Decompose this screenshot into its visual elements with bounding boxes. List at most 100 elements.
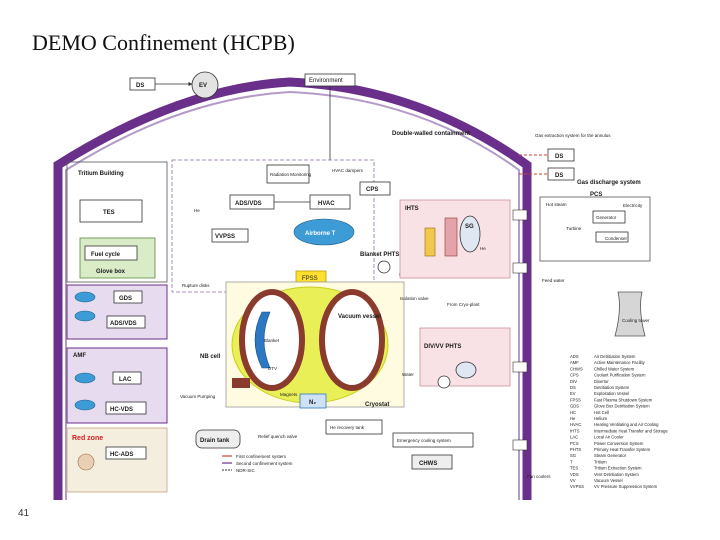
amf-label: AMF [73,353,86,359]
abbr-meaning: Hot Cell [594,410,609,415]
abbr-meaning: Steam Generator [594,453,627,458]
abbr-key: AMF [570,360,579,365]
airborne-t-label: Airborne T [305,231,336,237]
ihts-label: IHTS [405,206,419,212]
chws-label: CHWS [419,461,437,467]
page-number: 41 [18,508,30,519]
legend-first: First confinement system [236,454,286,459]
tes-box [79,199,143,223]
environment-label: Environment [309,78,343,84]
vacuum-vessel-label: Vacuum vessel [338,314,381,320]
pcs-label: PCS [590,192,602,198]
glove-box-label: Glove box [96,269,126,275]
abbr-key: VDS [570,472,579,477]
cooling-tower-label: Cooling tower [622,318,650,323]
dtv-label: DTV [268,366,277,371]
abbr-meaning: Helium [594,416,608,421]
rupture-disks-label: Rupture disks [182,283,210,288]
blanket-label: Blanket [264,338,280,343]
abbr-key: DIV [570,379,577,384]
abbr-key: SG [570,453,576,458]
abbr-key: CHWS [570,366,583,371]
slide-title: DEMO Confinement (HCPB) [32,30,295,55]
condenser-box [595,231,629,243]
abbr-key: PHTS [570,447,581,452]
tes-label: TES [103,210,115,216]
he-recovery-label: He recovery tank [330,425,365,430]
lac-label: LAC [119,377,132,383]
vvpss-box [211,228,249,243]
cps-box [359,181,391,196]
legend-ndr-sic: NDR-SIC [236,468,255,473]
lac-box [112,371,142,385]
nb-cell-label: NB cell [200,354,221,360]
vacuum-vessel-right [319,289,385,391]
turbine-label: Turbine [566,226,582,231]
blanket-segment [254,311,271,369]
drain-tank-label: Drain tank [200,438,230,444]
abbr-key: LAC [570,435,578,440]
feed-water-label: Feed water [542,278,565,283]
abbr-meaning: Vacuum Vessel [594,478,623,483]
abbr-meaning: Glove Box Detritiation System [594,404,650,409]
gas-discharge-label: Gas discharge system [577,180,641,186]
ds-right-1 [547,148,575,162]
div-pump [437,375,451,389]
cps-label: CPS [366,187,378,193]
vvpss-label: VVPSS [215,234,235,240]
sg-label: SG [465,224,474,230]
abbr-meaning: Chilled Water System [594,366,635,371]
isolation-valve-label: Isolation valve [400,296,429,301]
sg-vessel [459,215,481,253]
blanket-pump [377,260,391,274]
hc-vds-label: HC-VDS [110,407,133,413]
double-walled-label: Double-walled containment [392,131,470,137]
ds-top-label: DS [136,83,144,89]
abbr-meaning: Active Maintenance Facility [594,360,646,365]
chws-box [411,454,453,470]
generator-label: Generator [596,215,617,220]
n2-label: N₂ [309,400,316,406]
abbr-key: EV [570,391,576,396]
n2-box [299,393,327,409]
tritium-building [66,161,168,283]
abbr-key: ADS [570,354,579,359]
ads-vds-left-box [106,315,146,329]
abbr-meaning: Power Conversion System [594,441,644,446]
fuel-cycle-label: Fuel cycle [91,252,121,258]
water-label: Water [402,372,414,377]
abbr-meaning: Tritium Extraction System [594,466,642,471]
abbr-meaning: Tritium [594,459,607,464]
abbr-meaning: Intermediate Heat Transfer and Storage [594,428,668,433]
abbr-key: HVAC [570,422,581,427]
vacuum-pumping-label: Vacuum Pumping [180,394,216,399]
airborne-t-cloud [293,218,355,246]
abbr-key: VVPSS [570,484,584,489]
abbr-meaning: Vent Detritiation System [594,472,639,477]
fuel-cycle-box [84,245,138,261]
ev-label: EV [199,83,207,89]
emergency-cooling-label: Emergency cooling system [397,438,451,443]
legend-second: Second confinement system [236,461,293,466]
radiation-monitoring-box [266,164,310,184]
containment-outline [53,77,532,500]
abbr-meaning: Heating Ventilating and Air Cooling [594,422,659,427]
ds-right-2 [547,167,575,181]
blanket-phts-label: Blanket PHTS [360,252,399,258]
containment-inner-outline [65,90,520,500]
pcs-he-label: He [480,246,486,251]
hc-vds-box [105,401,147,415]
abbr-meaning: Local Air Cooler [594,435,624,440]
tritium-building-label: Tritium Building [78,171,124,177]
radiation-monitoring-label: Radiation Monitoring [270,172,312,177]
generator-box [592,210,626,224]
drain-tank [195,429,241,449]
abbr-key: He [570,416,576,421]
div-vv-phts-label: DIV/VV PHTS [424,344,461,350]
gas-extraction-label: Gas extraction system for the annulus [535,133,611,138]
hvac-label: HVAC [318,201,335,207]
abbr-key: VV [570,478,576,483]
